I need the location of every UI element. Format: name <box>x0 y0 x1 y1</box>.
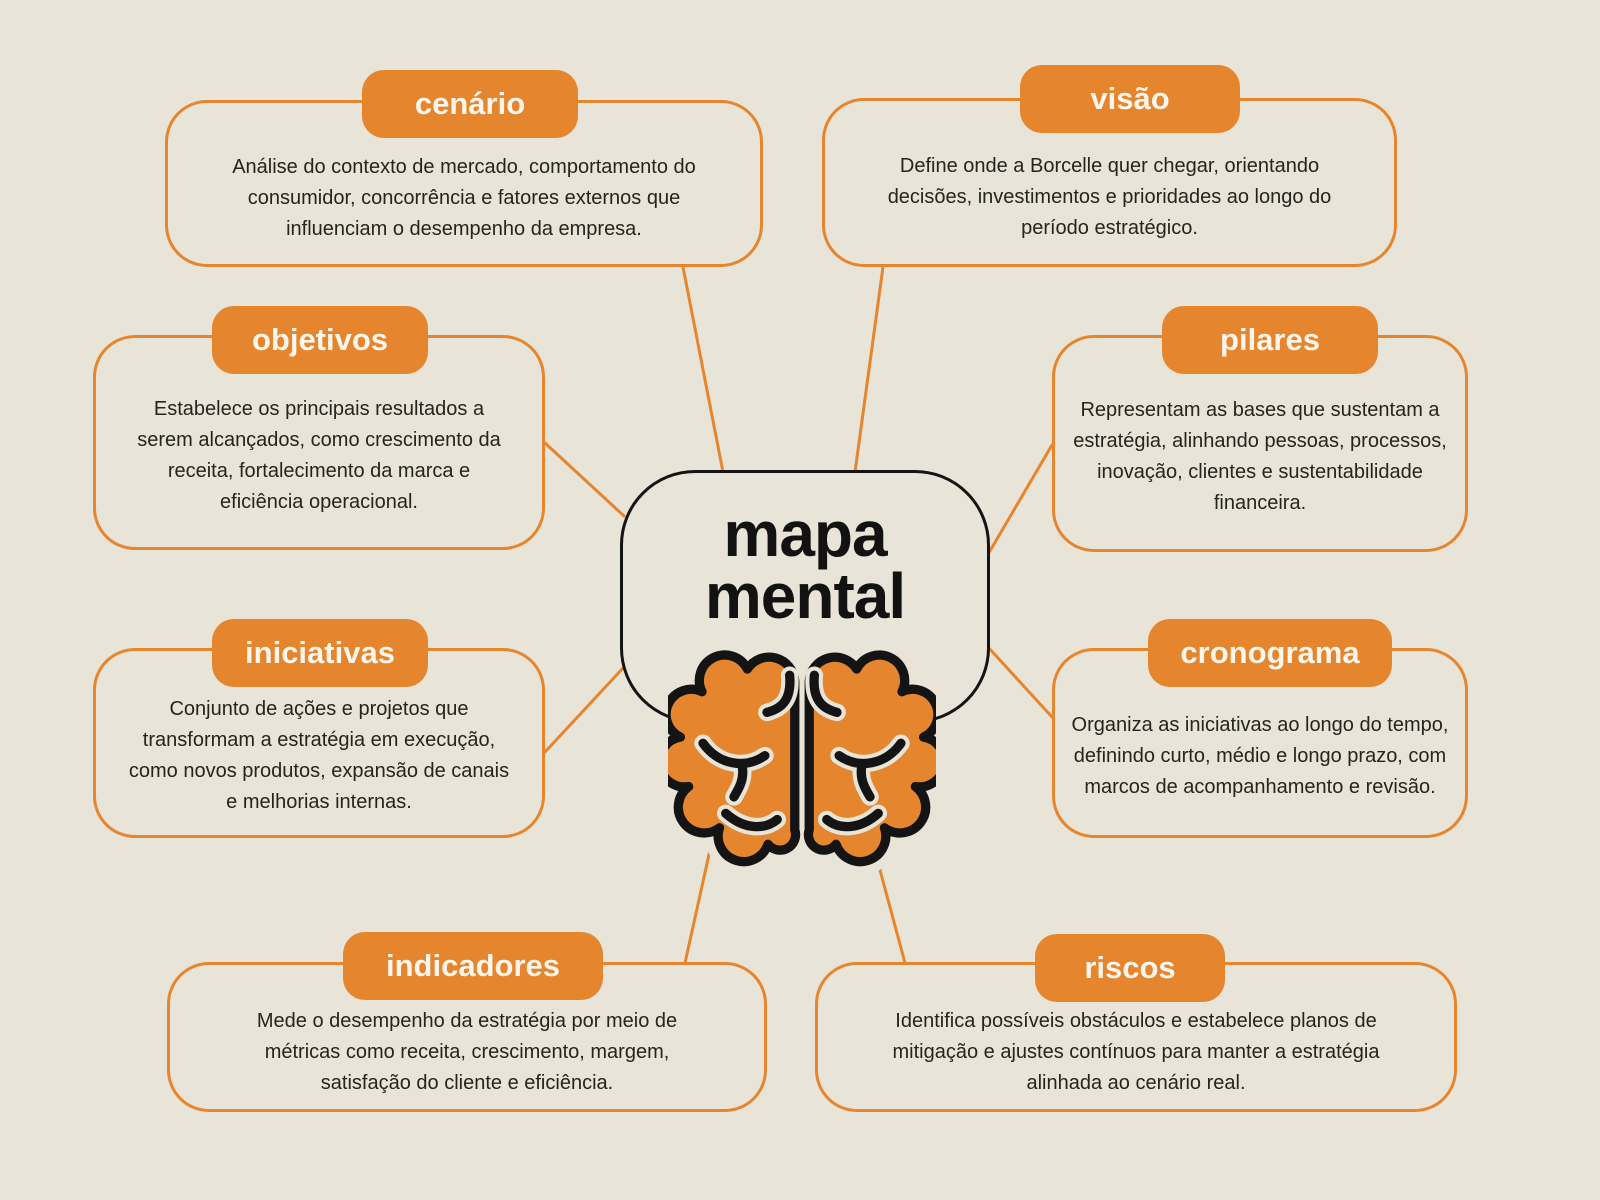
center-title: mapa mental <box>704 498 906 633</box>
node-iniciativas-box: Conjunto de ações e projetos que transfo… <box>93 648 545 838</box>
connector-pilares <box>985 443 1054 558</box>
node-indicadores-description: Mede o desempenho da estratégia por meio… <box>256 1009 678 1094</box>
node-cenario-label: cenário <box>414 86 526 121</box>
connector-objetivos <box>543 441 626 518</box>
node-pilares-label-pill: pilares <box>1162 306 1378 374</box>
node-indicadores-label-pill: indicadores <box>343 932 603 1000</box>
center-title-line2: mental <box>704 560 906 633</box>
node-iniciativas-label-pill: iniciativas <box>212 619 428 687</box>
connector-cenario <box>681 265 725 474</box>
node-riscos-label: riscos <box>1084 950 1176 985</box>
connector-iniciativas <box>543 665 626 754</box>
node-objetivos-label-pill: objetivos <box>212 306 428 374</box>
node-cenario-label-pill: cenário <box>362 70 578 138</box>
node-visao-description: Define onde a Borcelle quer chegar, orie… <box>887 155 1332 239</box>
node-iniciativas-label: iniciativas <box>245 635 395 670</box>
node-cronograma-description: Organiza as iniciativas ao longo do temp… <box>1071 713 1449 798</box>
node-cronograma-label: cronograma <box>1180 635 1360 670</box>
connector-cronograma <box>985 644 1054 719</box>
node-cenario-description: Análise do contexto de mercado, comporta… <box>232 156 696 240</box>
node-iniciativas-description: Conjunto de ações e projetos que transfo… <box>128 698 510 813</box>
node-objetivos-description: Estabelece os principais resultados a se… <box>137 397 501 513</box>
brain-icon <box>668 642 936 875</box>
node-riscos-label-pill: riscos <box>1035 934 1225 1002</box>
node-indicadores-label: indicadores <box>386 948 560 983</box>
connector-visao <box>853 265 885 474</box>
node-objetivos-label: objetivos <box>251 322 389 357</box>
node-riscos-description: Identifica possíveis obstáculos e estabe… <box>892 1009 1380 1094</box>
node-visao-label-pill: visão <box>1020 65 1240 133</box>
node-pilares-label: pilares <box>1220 322 1320 357</box>
node-visao-label: visão <box>1090 81 1170 116</box>
node-pilares-description: Representam as bases que sustentam a est… <box>1073 398 1447 514</box>
node-cronograma-label-pill: cronograma <box>1148 619 1392 687</box>
center-title-line1: mapa <box>723 498 887 570</box>
